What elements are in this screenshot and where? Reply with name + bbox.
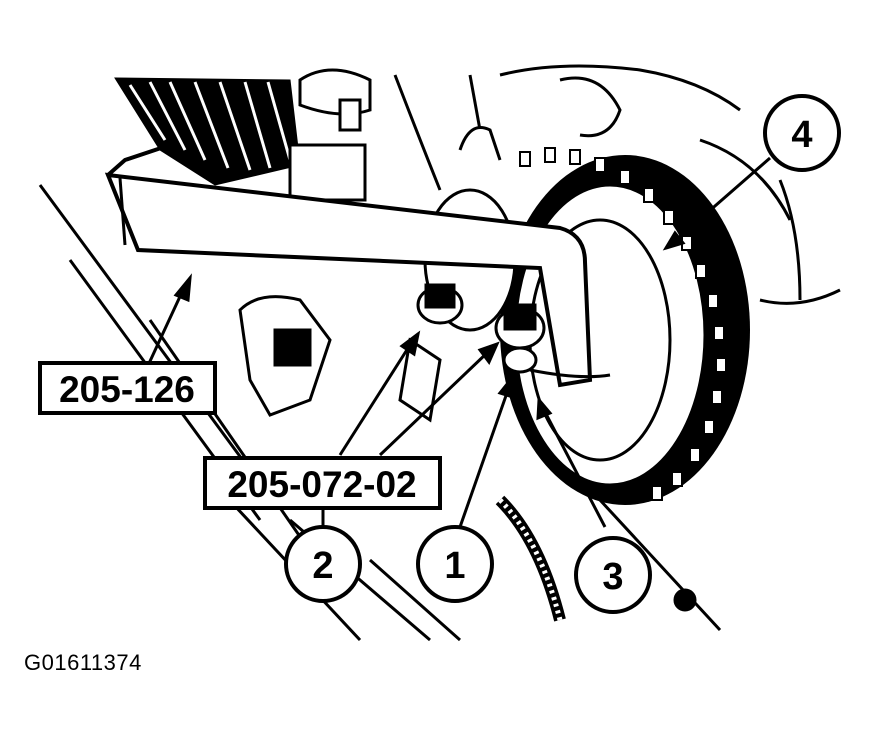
steering-boot	[114, 68, 372, 202]
callout-2: 2	[284, 525, 362, 603]
holding-tool-bar	[104, 143, 593, 388]
label-205-126: 205-126	[38, 361, 217, 415]
label-205-072-02: 205-072-02	[203, 456, 442, 510]
pulley-teeth	[519, 147, 727, 501]
label-205-072-02-text: 205-072-02	[227, 464, 416, 505]
figure-id: G01611374	[24, 650, 142, 675]
tool-bolts	[416, 283, 611, 379]
callout-4: 4	[763, 94, 841, 172]
callout-4-text: 4	[791, 114, 812, 156]
label-205-126-text: 205-126	[59, 369, 195, 410]
callout-3-text: 3	[602, 556, 623, 598]
callout-1-text: 1	[444, 545, 465, 587]
callout-1: 1	[416, 525, 494, 603]
callout-3: 3	[574, 536, 652, 614]
leader-lines	[143, 156, 771, 528]
callout-2-text: 2	[312, 545, 333, 587]
engine-details	[238, 126, 697, 622]
